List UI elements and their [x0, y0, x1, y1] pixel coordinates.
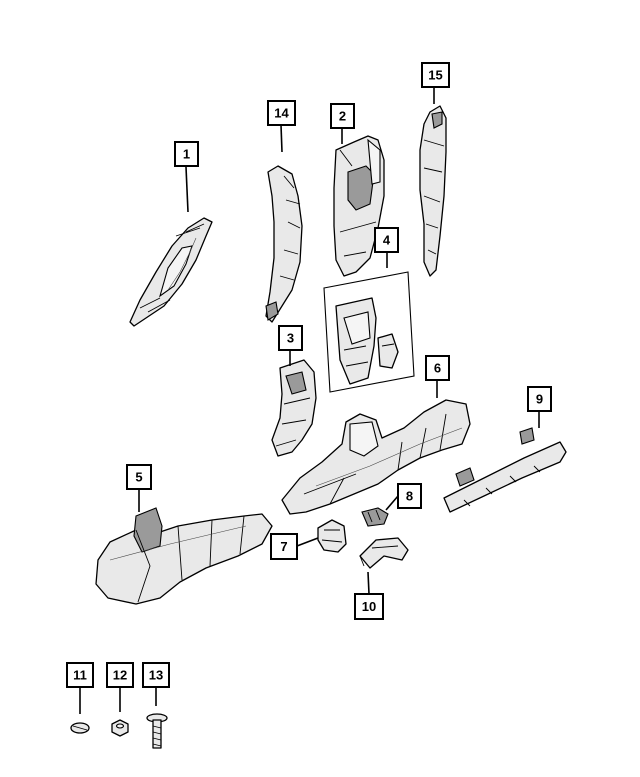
part-8-clip — [361, 507, 389, 527]
svg-text:5: 5 — [135, 470, 142, 485]
callout-6: 6 — [425, 355, 450, 381]
part-6-sill-trim — [281, 399, 471, 515]
callout-14: 14 — [267, 100, 296, 126]
callout-3: 3 — [278, 325, 303, 351]
part-5-lower-quarter-trim — [95, 507, 273, 605]
callout-15: 15 — [421, 62, 450, 88]
part-14-pillar-trim — [265, 165, 303, 323]
svg-text:4: 4 — [383, 233, 391, 248]
svg-text:12: 12 — [113, 668, 127, 683]
svg-text:7: 7 — [280, 539, 287, 554]
part-3-bracket — [271, 359, 317, 457]
fastener-13-screw — [146, 713, 168, 749]
callout-7: 7 — [270, 533, 298, 560]
svg-text:2: 2 — [339, 109, 346, 124]
svg-text:10: 10 — [362, 599, 376, 614]
callout-9: 9 — [527, 386, 552, 412]
fastener-12-nut — [111, 719, 129, 737]
callout-1: 1 — [174, 141, 199, 167]
svg-text:9: 9 — [536, 392, 543, 407]
svg-text:11: 11 — [73, 668, 87, 683]
callout-11: 11 — [66, 662, 94, 688]
part-9-rail — [443, 427, 567, 513]
callout-10: 10 — [354, 593, 384, 620]
svg-text:6: 6 — [434, 361, 441, 376]
svg-text:8: 8 — [406, 489, 413, 504]
svg-text:13: 13 — [149, 668, 163, 683]
callout-13: 13 — [142, 662, 170, 688]
svg-text:15: 15 — [428, 68, 442, 83]
part-2-b-pillar-upper-trim — [333, 135, 385, 277]
part-15-c-pillar-trim — [419, 105, 447, 277]
svg-text:1: 1 — [183, 147, 190, 162]
leader-lines — [79, 87, 540, 714]
svg-text:3: 3 — [287, 331, 294, 346]
part-10-bracket — [359, 537, 409, 569]
callout-2: 2 — [330, 103, 355, 129]
part-1-a-pillar-trim — [129, 217, 213, 327]
fastener-11-clip — [70, 722, 90, 734]
callout-12: 12 — [106, 662, 134, 688]
callout-4: 4 — [374, 227, 399, 253]
part-4-trim-kit — [323, 271, 415, 393]
callout-5: 5 — [126, 464, 152, 490]
part-7-cover — [317, 519, 347, 553]
svg-text:14: 14 — [274, 106, 289, 121]
callout-8: 8 — [397, 483, 422, 509]
